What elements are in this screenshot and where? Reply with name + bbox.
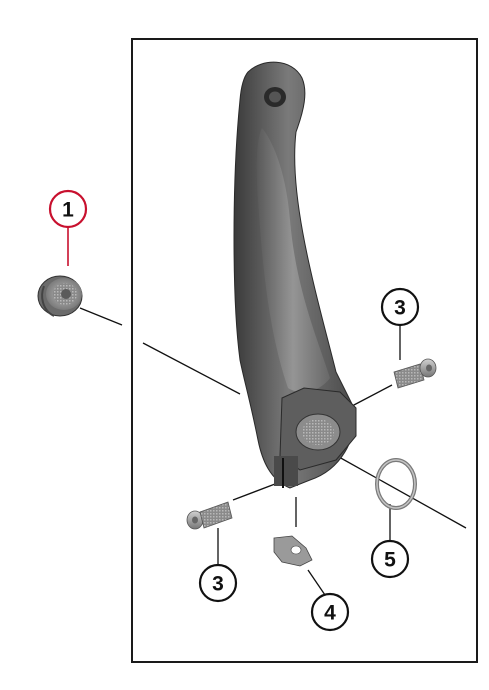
- callout-4: 4: [310, 592, 350, 632]
- callout-label-1: 1: [62, 199, 74, 222]
- o-ring-icon: [375, 458, 417, 510]
- callout-5: 5: [370, 539, 410, 579]
- callout-label-3-upper: 3: [394, 297, 406, 320]
- callout-3-lower: 3: [198, 563, 238, 603]
- callout-circle-1: [48, 189, 88, 229]
- callout-1: 1: [48, 189, 88, 229]
- callout-label-3-lower: 3: [212, 573, 224, 596]
- callout-circle-3-lower: [198, 563, 238, 603]
- crank-cap-icon: [37, 275, 83, 317]
- crank-arm-icon: [233, 61, 357, 489]
- callout-circle-5: [370, 539, 410, 579]
- callout-3-upper: 3: [380, 287, 420, 327]
- callout-circle-3-upper: [380, 287, 420, 327]
- callout-label-4: 4: [324, 602, 336, 625]
- callout-label-5: 5: [384, 549, 396, 572]
- leader-lines: [67, 228, 467, 596]
- callout-circle-4: [310, 592, 350, 632]
- diagram-frame: [131, 38, 478, 663]
- pinch-bolt-icon-lower: [186, 501, 233, 530]
- safety-plate-icon: [273, 535, 313, 567]
- pinch-bolt-icon: [393, 358, 437, 389]
